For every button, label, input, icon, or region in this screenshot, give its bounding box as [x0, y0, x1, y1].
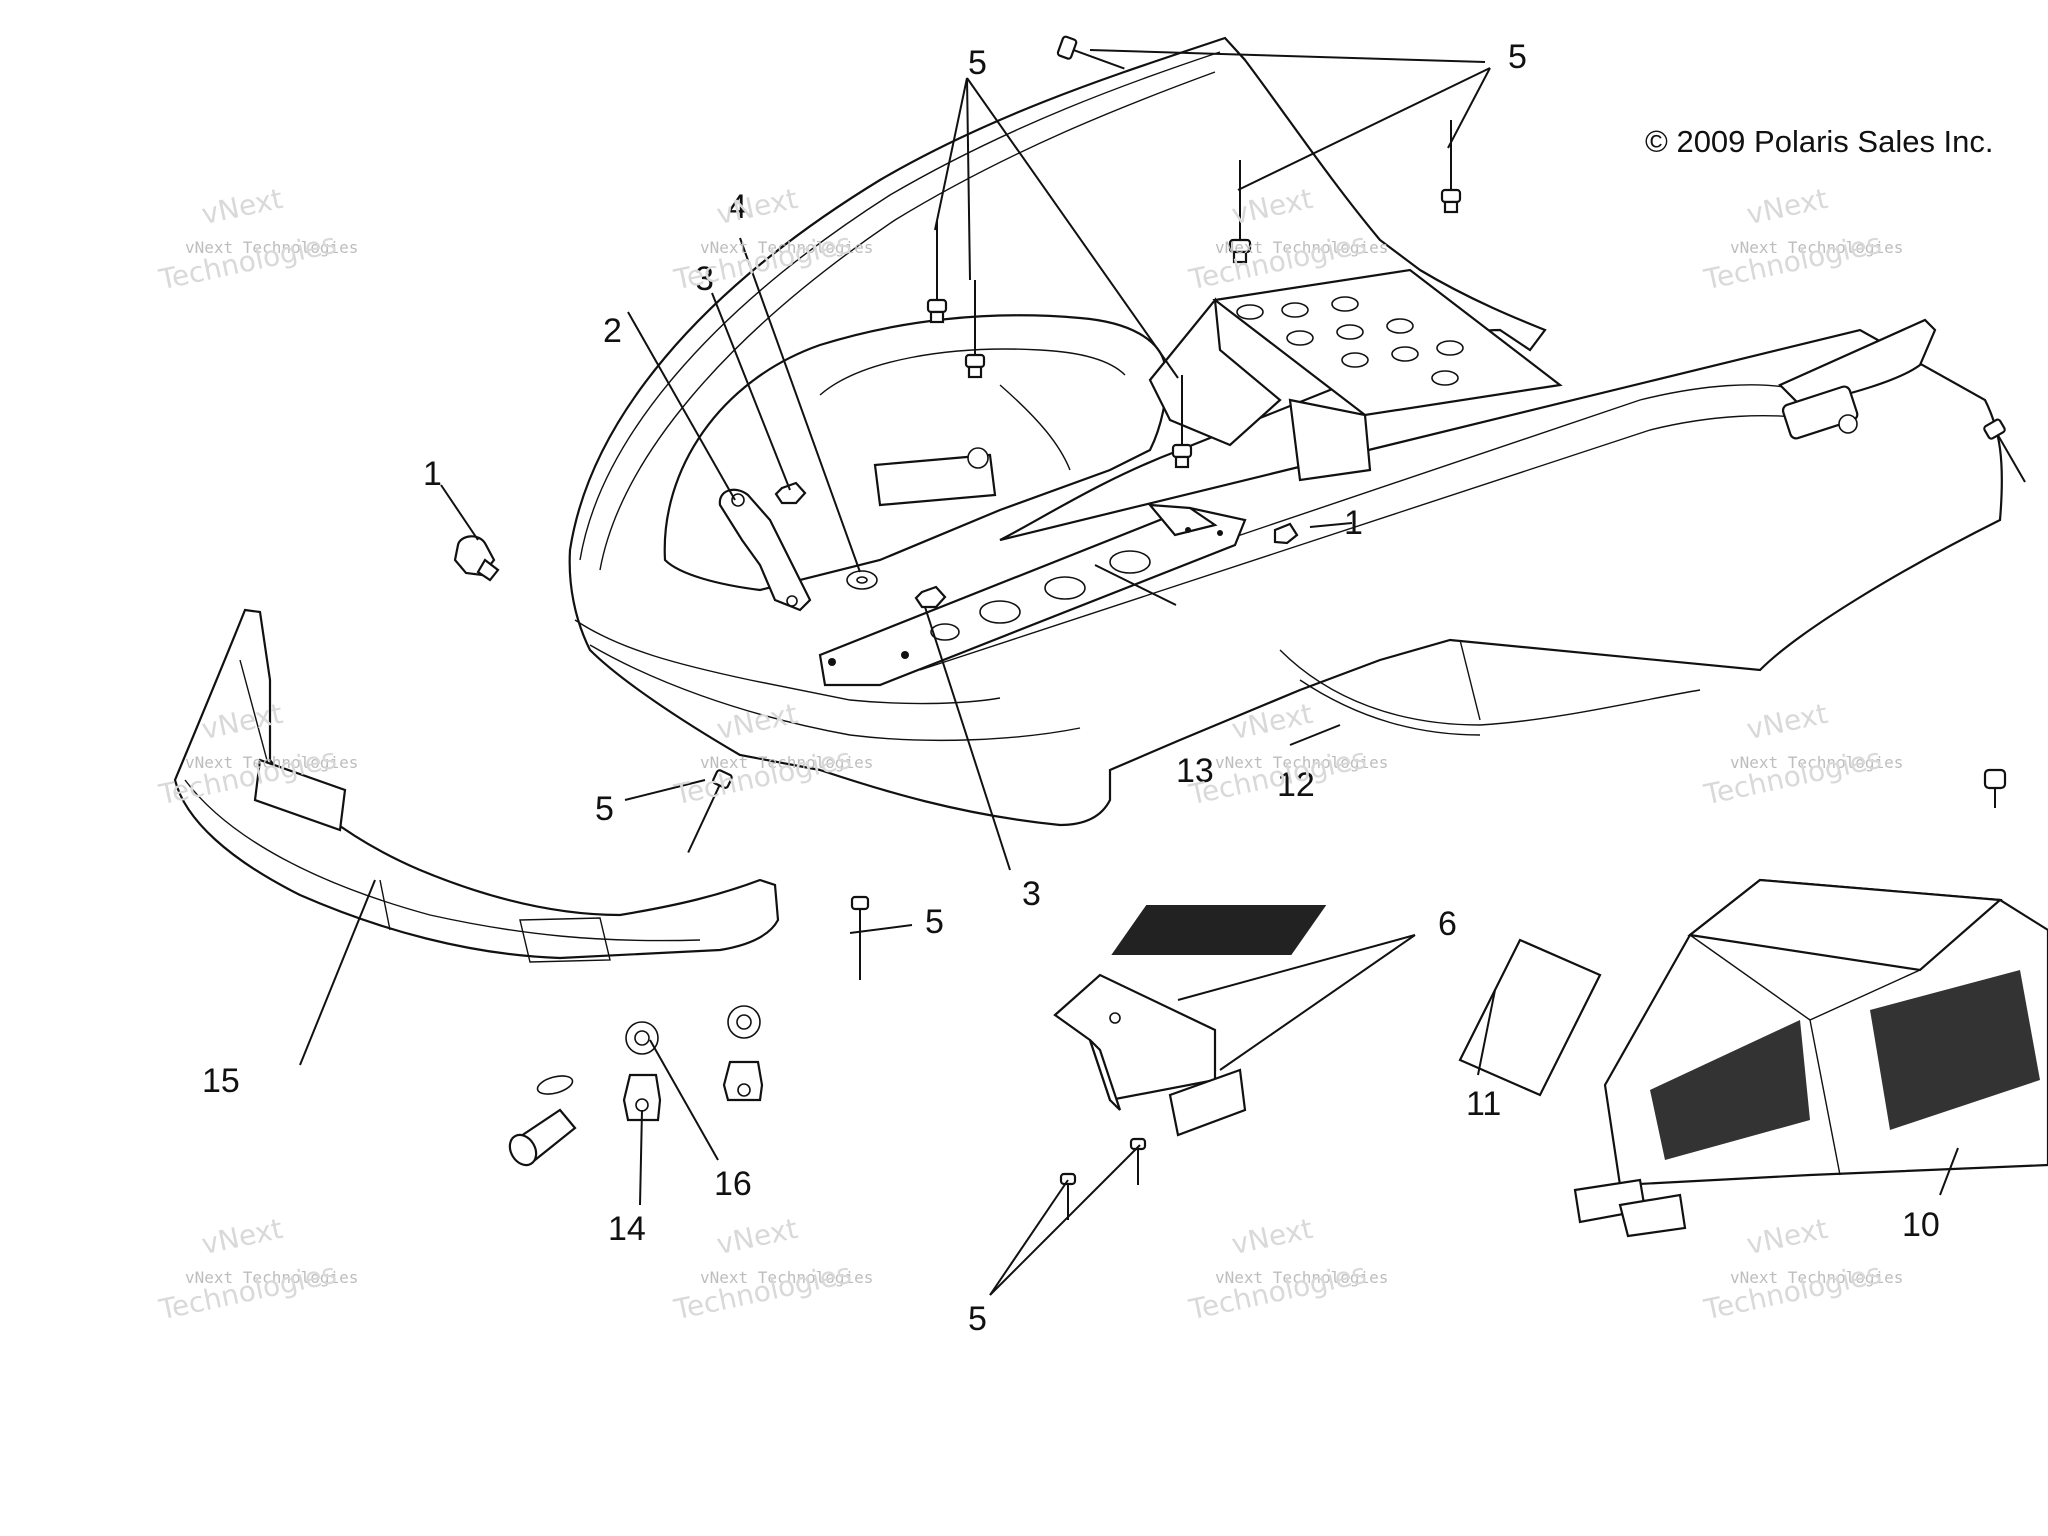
svg-text:vNext Technologies: vNext Technologies — [1215, 1268, 1388, 1287]
decal-11 — [1458, 938, 1602, 1097]
svg-text:vNext Technologies: vNext Technologies — [185, 1268, 358, 1287]
nut-upper — [774, 481, 807, 505]
svg-text:vNext Technologies: vNext Technologies — [185, 753, 358, 772]
callout-11: 11 — [1466, 1085, 1501, 1123]
svg-text:vNext: vNext — [199, 182, 286, 231]
svg-text:vNext: vNext — [199, 1212, 286, 1261]
copyright-notice: © 2009 Polaris Sales Inc. — [1645, 124, 1994, 159]
svg-text:vNext Technologies: vNext Technologies — [185, 238, 358, 257]
support-bracket — [818, 503, 1247, 687]
mount-plate — [873, 447, 997, 507]
callout-10: 10 — [1902, 1206, 1940, 1244]
callout-3-top: 3 — [695, 260, 714, 298]
watermark: vNext vNext Technologies Technologies — [155, 1212, 358, 1327]
svg-text:vNext: vNext — [1744, 1212, 1831, 1261]
svg-text:vNext Technologies: vNext Technologies — [1730, 238, 1903, 257]
svg-text:vNext Technologies: vNext Technologies — [1215, 753, 1388, 772]
callout-14: 14 — [608, 1210, 646, 1248]
callout-2: 2 — [603, 312, 622, 350]
clip-right — [1273, 522, 1299, 545]
washer — [846, 570, 878, 590]
svg-text:vNext: vNext — [1744, 182, 1831, 231]
callout-13: 13 — [1176, 752, 1214, 790]
heat-shield: HOT — [1111, 878, 2048, 1238]
svg-text:vNext: vNext — [1229, 1212, 1316, 1261]
mount-plate-6 — [1053, 973, 1247, 1137]
watermark: vNext vNext Technologies Technologies — [1700, 182, 1903, 297]
bracket-holes — [1236, 296, 1464, 386]
svg-text:vNext Technologies: vNext Technologies — [1730, 753, 1903, 772]
clip-left — [453, 535, 500, 582]
watermark: vNext vNext Technologies Technologies — [1185, 1212, 1388, 1327]
callout-1-left: 1 — [423, 455, 442, 493]
callout-12: 12 — [1277, 766, 1315, 804]
leader-lines — [299, 49, 1959, 1296]
nut-lower — [914, 585, 947, 609]
rivets — [687, 35, 2026, 1220]
vent-pattern-side — [1650, 970, 2040, 1160]
callout-5-mid-left: 5 — [595, 790, 614, 828]
watermark: vNext vNext Technologies Technologies — [155, 182, 358, 297]
callout-5-top-right: 5 — [1508, 38, 1527, 76]
svg-text:vNext Technologies: vNext Technologies — [700, 753, 873, 772]
bracket-2 — [718, 488, 812, 612]
mounting-tabs — [1573, 1178, 1687, 1238]
watermark: vNext vNext Technologies Technologies — [1700, 1212, 1903, 1327]
callout-16: 16 — [714, 1165, 752, 1203]
watermark: vNext vNext Technologies Technologies — [1700, 697, 1903, 812]
svg-text:vNext Technologies: vNext Technologies — [700, 1268, 873, 1287]
svg-text:vNext Technologies: vNext Technologies — [700, 238, 873, 257]
svg-text:vNext: vNext — [1744, 697, 1831, 746]
watermark: vNext vNext Technologies Technologies — [670, 1212, 873, 1327]
callout-4: 4 — [728, 188, 747, 226]
callout-5-top-left: 5 — [968, 44, 987, 82]
callout-5-bottom: 5 — [968, 1300, 987, 1338]
svg-text:vNext Technologies: vNext Technologies — [1730, 1268, 1903, 1287]
callout-15: 15 — [202, 1062, 240, 1100]
bumper-hardware — [508, 1005, 764, 1167]
svg-text:vNext Technologies: vNext Technologies — [1215, 238, 1388, 257]
callout-5-center: 5 — [925, 903, 944, 941]
svg-text:vNext: vNext — [714, 1212, 801, 1261]
callout-6: 6 — [1438, 905, 1457, 943]
svg-text:vNext: vNext — [714, 182, 801, 231]
callout-3-bottom: 3 — [1022, 875, 1041, 913]
vent-pattern-top — [1111, 905, 1327, 955]
front-bumper — [173, 608, 780, 963]
callout-1-right: 1 — [1344, 504, 1363, 542]
